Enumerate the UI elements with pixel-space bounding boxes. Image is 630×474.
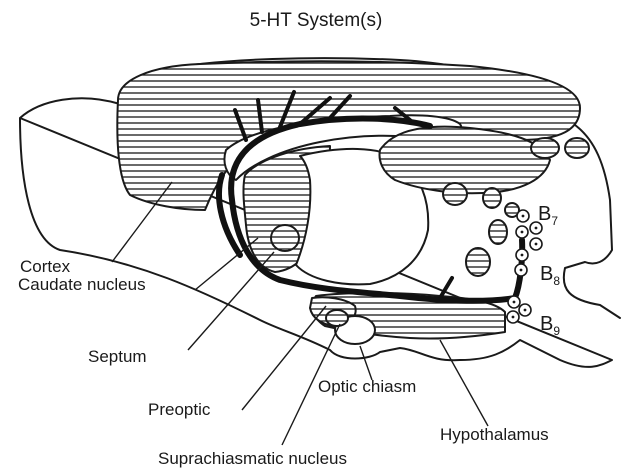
septum-region: [271, 225, 299, 251]
suprachiasmatic-region: [326, 310, 348, 326]
diagram-title: 5-HT System(s): [250, 10, 383, 31]
label-septum: Septum: [88, 347, 147, 366]
label-caudate-nucleus: Caudate nucleus: [18, 275, 146, 294]
raphe-cells: [507, 210, 542, 323]
label-cortex: Cortex: [20, 257, 71, 276]
label-hypothalamus: Hypothalamus: [440, 425, 549, 444]
label-suprachiasmatic-nucleus: Suprachiasmatic nucleus: [158, 449, 347, 468]
label-optic-chiasm: Optic chiasm: [318, 377, 416, 396]
cell-group-b9: B9: [540, 313, 560, 338]
label-preoptic: Preoptic: [148, 400, 211, 419]
cell-group-b8: B8: [540, 263, 560, 288]
cell-group-b7: B7: [538, 203, 558, 228]
